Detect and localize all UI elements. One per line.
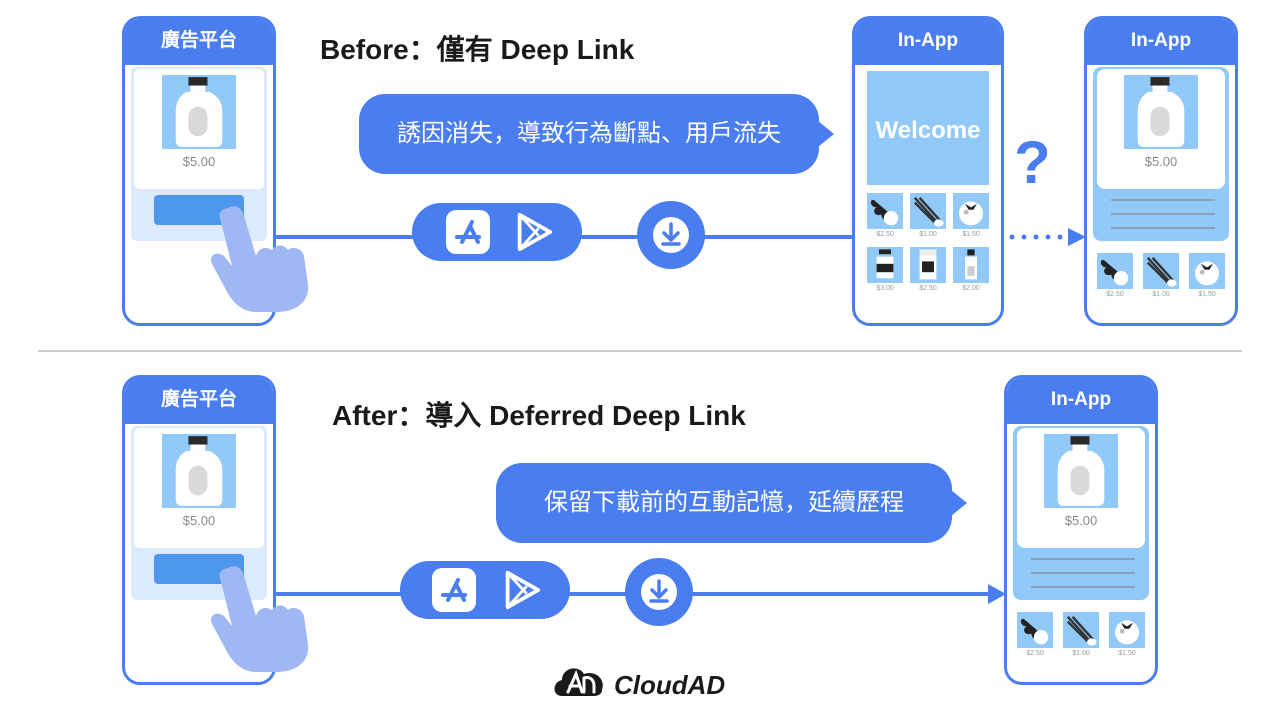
question-mark: ?: [1014, 129, 1051, 196]
jar-icon: [910, 247, 946, 283]
product-price: $5.00: [1064, 513, 1098, 528]
spinach-icon: [867, 193, 903, 229]
after-bubble: 保留下載前的互動記憶，延續歷程: [496, 463, 952, 543]
cloudad-logo-icon: [554, 668, 603, 696]
row-item[interactable]: [1189, 253, 1225, 289]
product-image: [162, 75, 236, 149]
bubble-tail: [951, 490, 967, 516]
before-inapp-phone: In-App Welcome $2.50 $1.00 $1.50 $3.00 $…: [852, 16, 1004, 326]
product-image: [1044, 434, 1118, 508]
dotted-arrow: [1009, 228, 1086, 246]
jar-icon: [953, 247, 989, 283]
grid-price: $2.00: [962, 285, 980, 292]
spinach-icon: [1097, 253, 1133, 289]
app-store-tile[interactable]: [446, 210, 490, 254]
text-line: [1031, 572, 1135, 574]
text-line: [1031, 586, 1135, 588]
tomato-icon: [1109, 612, 1145, 648]
ad-price: $5.00: [182, 513, 216, 528]
phone-header: In-App: [855, 19, 1001, 65]
row-price: $1.00: [1072, 650, 1090, 657]
grid-price: $3.00: [876, 285, 894, 292]
tomato-icon: [953, 193, 989, 229]
before-inapp2-phone: In-App $5.00 $2.50 $1.00 $1.50: [1084, 16, 1238, 326]
phone-header: In-App: [1007, 378, 1155, 424]
row-item[interactable]: [1017, 612, 1053, 648]
grid-price: $1.50: [962, 231, 980, 238]
bubble-tail: [818, 121, 834, 147]
row-price: $2.50: [1106, 291, 1124, 298]
pointing-hand-icon: [206, 196, 316, 322]
flow-arrowhead: [988, 584, 1006, 604]
row-item[interactable]: [1143, 253, 1179, 289]
before-bubble-text: 誘因消失，導致行為斷點、用戶流失: [397, 120, 781, 147]
text-line: [1031, 558, 1135, 560]
product-image: [162, 434, 236, 508]
row-price: $1.50: [1198, 291, 1216, 298]
download-icon: [639, 572, 679, 612]
grid-price: $2.50: [919, 285, 937, 292]
spinach-icon: [1017, 612, 1053, 648]
text-line: [1111, 213, 1215, 215]
grid-item[interactable]: [953, 193, 989, 229]
store-pill: [412, 203, 582, 261]
before-bubble: 誘因消失，導致行為斷點、用戶流失: [359, 94, 819, 174]
download-button[interactable]: [625, 558, 693, 626]
phone-header: 廣告平台: [125, 19, 273, 65]
phone-header: 廣告平台: [125, 378, 273, 424]
row-item[interactable]: [1063, 612, 1099, 648]
store-pill: [400, 561, 570, 619]
download-icon: [651, 215, 691, 255]
ad-price: $5.00: [182, 154, 216, 169]
download-button[interactable]: [637, 201, 705, 269]
google-play-icon[interactable]: [512, 211, 554, 253]
row-item[interactable]: [1109, 612, 1145, 648]
text-line: [1111, 199, 1215, 201]
cloudad-logo-text: CloudAD: [614, 670, 726, 700]
product-image: [1124, 75, 1198, 149]
app-store-icon: [432, 568, 476, 612]
section-divider: [38, 350, 1242, 352]
welcome-banner: [867, 71, 989, 185]
app-store-tile[interactable]: [432, 568, 476, 612]
grid-item[interactable]: [910, 193, 946, 229]
bottle-icon: [1044, 434, 1118, 508]
grid-price: $2.50: [876, 231, 894, 238]
after-inapp-phone: In-App $5.00 $2.50 $1.00 $1.50: [1004, 375, 1158, 685]
after-title: After：導入 Deferred Deep Link: [332, 400, 746, 431]
grid-price: $1.00: [919, 231, 937, 238]
grid-item[interactable]: [953, 247, 989, 283]
app-store-icon: [446, 210, 490, 254]
row-price: $1.00: [1152, 291, 1170, 298]
before-title: Before：僅有 Deep Link: [320, 34, 635, 65]
welcome-text: Welcome: [875, 117, 981, 144]
grid-item[interactable]: [867, 247, 903, 283]
onion-icon: [1063, 612, 1099, 648]
text-line: [1111, 227, 1215, 229]
onion-icon: [1143, 253, 1179, 289]
after-ad-phone: 廣告平台 $5.00: [122, 375, 276, 685]
row-price: $2.50: [1026, 650, 1044, 657]
google-play-icon[interactable]: [500, 569, 542, 611]
onion-icon: [910, 193, 946, 229]
grid-item[interactable]: [867, 193, 903, 229]
phone-header: In-App: [1087, 19, 1235, 65]
grid-item[interactable]: [910, 247, 946, 283]
bottle-icon: [162, 75, 236, 149]
row-price: $1.50: [1118, 650, 1136, 657]
product-price: $5.00: [1144, 154, 1178, 169]
pointing-hand-icon: [206, 556, 316, 682]
bottle-icon: [162, 434, 236, 508]
tomato-icon: [1189, 253, 1225, 289]
row-item[interactable]: [1097, 253, 1133, 289]
after-bubble-text: 保留下載前的互動記憶，延續歷程: [544, 489, 904, 516]
jar-icon: [867, 247, 903, 283]
bottle-icon: [1124, 75, 1198, 149]
